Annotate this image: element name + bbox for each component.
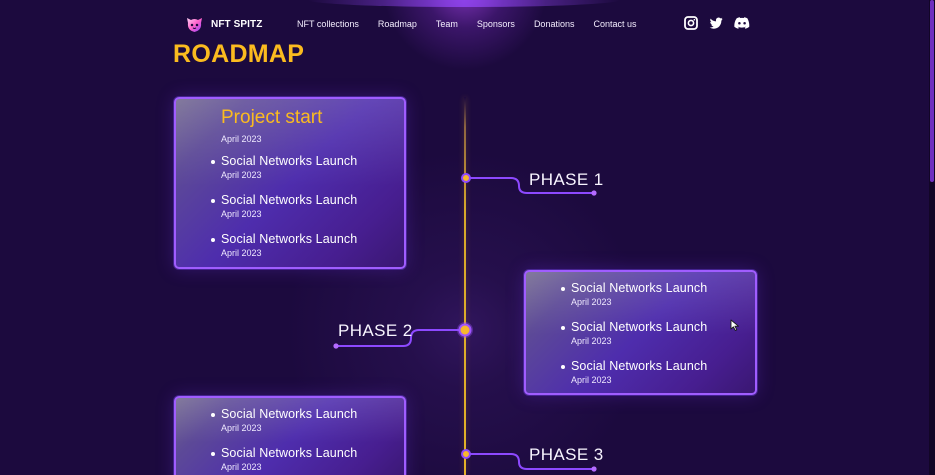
bullet-dot-icon [211, 160, 215, 164]
nav-link-sponsors[interactable]: Sponsors [476, 19, 515, 29]
milestone-title: Social Networks Launch [221, 446, 358, 460]
roadmap-list-item: Social Networks Launch April 2023 [209, 192, 399, 220]
timeline-axis [464, 97, 466, 475]
instagram-icon[interactable] [684, 16, 698, 30]
phase-3-connector [461, 449, 597, 472]
top-navigation: NFT SPITZ NFT collections Roadmap Team S… [0, 10, 929, 38]
roadmap-list-item: Social Networks Launch April 2023 [559, 358, 749, 386]
roadmap-heading: ROADMAP [173, 40, 305, 68]
twitter-svg [709, 17, 723, 29]
milestone-title: Social Networks Launch [571, 281, 708, 295]
bullet-dot-icon [561, 287, 565, 291]
phase-1-connector [461, 173, 597, 196]
phase-1-label: PHASE 1 [529, 170, 604, 189]
milestone-date: April 2023 [571, 375, 612, 385]
vertical-scrollbar[interactable] [929, 0, 935, 475]
roadmap-list-item: Social Networks Launch April 2023 [209, 153, 399, 181]
roadmap-list-item: Social Networks Launch April 2023 [559, 319, 749, 347]
milestone-title: Social Networks Launch [571, 359, 708, 373]
nav-link-donations[interactable]: Donations [533, 19, 575, 29]
bullet-dot-icon [211, 452, 215, 456]
milestone-date: April 2023 [221, 170, 262, 180]
top-purple-glow [308, 0, 620, 7]
nav-link-team[interactable]: Team [435, 19, 458, 29]
nav-link-roadmap[interactable]: Roadmap [377, 19, 417, 29]
bullet-dot-icon [561, 326, 565, 330]
cat-logo-icon [185, 15, 204, 34]
scrollbar-thumb[interactable] [930, 0, 934, 182]
milestone-date: April 2023 [571, 336, 612, 346]
project-start-date: April 2023 [221, 134, 262, 144]
phase-1-card: Project start April 2023 Social Networks… [174, 97, 406, 269]
instagram-svg [684, 16, 698, 30]
bullet-dot-icon [211, 413, 215, 417]
milestone-date: April 2023 [221, 462, 262, 472]
bullet-dot-icon [211, 238, 215, 242]
milestone-title: Social Networks Launch [221, 154, 358, 168]
phase-3-label: PHASE 3 [529, 445, 604, 464]
project-start-title: Project start [221, 107, 323, 128]
roadmap-list-item: Social Networks Launch April 2023 [209, 231, 399, 259]
brand-name: NFT SPITZ [211, 18, 263, 30]
social-links [684, 16, 750, 30]
roadmap-list-item: Social Networks Launch April 2023 [559, 280, 749, 308]
roadmap-list-item: Social Networks Launch April 2023 [209, 406, 399, 434]
phase-2-card: Social Networks Launch April 2023 Social… [524, 270, 757, 395]
bullet-dot-icon [561, 365, 565, 369]
mouse-pointer-icon [730, 319, 739, 331]
nav-link-nft-collections[interactable]: NFT collections [297, 19, 359, 29]
milestone-date: April 2023 [221, 248, 262, 258]
nav-links: NFT collections Roadmap Team Sponsors Do… [297, 10, 637, 38]
twitter-icon[interactable] [709, 16, 723, 30]
discord-icon[interactable] [734, 16, 750, 30]
brand-logo-link[interactable]: NFT SPITZ [185, 10, 262, 38]
phase-3-card: Social Networks Launch April 2023 Social… [174, 396, 406, 475]
milestone-title: Social Networks Launch [221, 407, 358, 421]
milestone-date: April 2023 [221, 423, 262, 433]
milestone-date: April 2023 [571, 297, 612, 307]
discord-svg [734, 17, 750, 29]
phase-2-label: PHASE 2 [338, 321, 413, 340]
nav-link-contact-us[interactable]: Contact us [593, 19, 637, 29]
milestone-title: Social Networks Launch [571, 320, 708, 334]
milestone-date: April 2023 [221, 209, 262, 219]
cat-logo-svg [187, 17, 202, 32]
phase-2-connector [333, 322, 473, 349]
milestone-title: Social Networks Launch [221, 193, 358, 207]
roadmap-list-item: Social Networks Launch April 2023 [209, 445, 399, 473]
bullet-dot-icon [211, 199, 215, 203]
milestone-title: Social Networks Launch [221, 232, 358, 246]
